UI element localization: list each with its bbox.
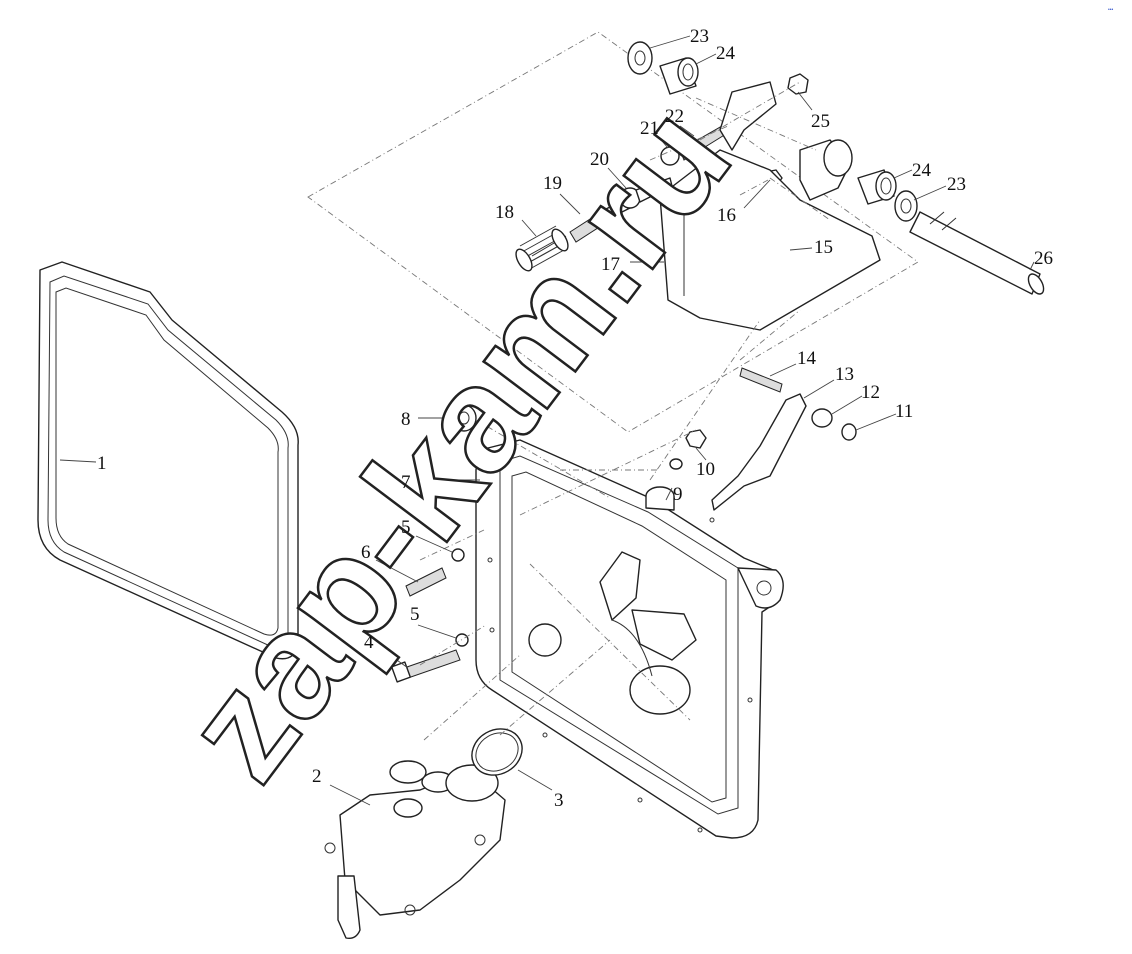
lever-rod-part-13 bbox=[711, 393, 807, 511]
shaft-yoke bbox=[719, 81, 853, 201]
nut-part-9 bbox=[645, 486, 675, 511]
callout-9: 9 bbox=[673, 484, 683, 505]
washer-part-23-lower bbox=[894, 190, 918, 222]
callout-21: 21 bbox=[640, 118, 659, 139]
bolt-part-14 bbox=[739, 367, 783, 393]
bracket-part-17 bbox=[659, 149, 881, 331]
callout-24a: 24 bbox=[716, 43, 736, 64]
callout-4: 4 bbox=[364, 632, 374, 653]
callout-6: 6 bbox=[361, 542, 371, 563]
nut-part-10 bbox=[669, 429, 707, 470]
housing-part-7 bbox=[475, 439, 784, 839]
callout-10: 10 bbox=[696, 459, 715, 480]
callout-20: 20 bbox=[590, 149, 609, 170]
rod-assembly-parts-11-14 bbox=[711, 367, 857, 511]
bearing-part-24-upper bbox=[659, 57, 699, 95]
callout-23a: 23 bbox=[690, 26, 709, 47]
bushing-part-12 bbox=[811, 408, 833, 428]
callout-25: 25 bbox=[811, 111, 830, 132]
callout-18: 18 bbox=[495, 202, 514, 223]
callout-3: 3 bbox=[554, 790, 564, 811]
subassembly-plane bbox=[307, 31, 919, 433]
pin-part-19 bbox=[569, 213, 605, 243]
callout-14: 14 bbox=[797, 348, 817, 369]
callout-5b: 5 bbox=[410, 604, 420, 625]
callout-17: 17 bbox=[601, 254, 620, 275]
washer-part-23-upper bbox=[627, 41, 653, 75]
callout-26: 26 bbox=[1034, 248, 1053, 269]
ring-part-11 bbox=[841, 423, 857, 441]
callout-1: 1 bbox=[97, 453, 107, 474]
ball-part-21 bbox=[660, 146, 680, 166]
callout-16: 16 bbox=[717, 205, 736, 226]
nut-part-25 bbox=[787, 73, 809, 95]
callout-15: 15 bbox=[814, 237, 833, 258]
washer-part-5a bbox=[451, 548, 465, 562]
valve-part-2 bbox=[324, 760, 506, 940]
callout-24b: 24 bbox=[912, 160, 932, 181]
callout-8: 8 bbox=[401, 409, 411, 430]
stud-part-6 bbox=[405, 567, 447, 597]
callout-5a: 5 bbox=[401, 517, 411, 538]
leader-lines bbox=[59, 35, 1035, 806]
bolt-part-4 bbox=[390, 649, 461, 683]
bearing-part-24-lower bbox=[857, 169, 897, 205]
callout-13: 13 bbox=[835, 364, 854, 385]
gasket-part-1 bbox=[37, 261, 299, 660]
callout-19: 19 bbox=[543, 173, 562, 194]
spring-part-18 bbox=[515, 225, 569, 272]
callout-labels: 1 2 3 4 5 5 6 7 8 9 10 11 12 13 14 15 16… bbox=[97, 26, 1053, 811]
o-ring-part-3 bbox=[471, 728, 523, 776]
callout-22: 22 bbox=[665, 106, 684, 127]
callout-11: 11 bbox=[895, 401, 913, 422]
shaft-part-26 bbox=[909, 211, 1045, 295]
corner-mark: ••• bbox=[1108, 7, 1114, 13]
callout-7: 7 bbox=[401, 472, 411, 493]
ball-rod-part-20 bbox=[599, 177, 673, 223]
assembly-axes bbox=[419, 81, 831, 741]
callout-23b: 23 bbox=[947, 174, 966, 195]
callout-2: 2 bbox=[312, 766, 322, 787]
callout-12: 12 bbox=[861, 382, 880, 403]
